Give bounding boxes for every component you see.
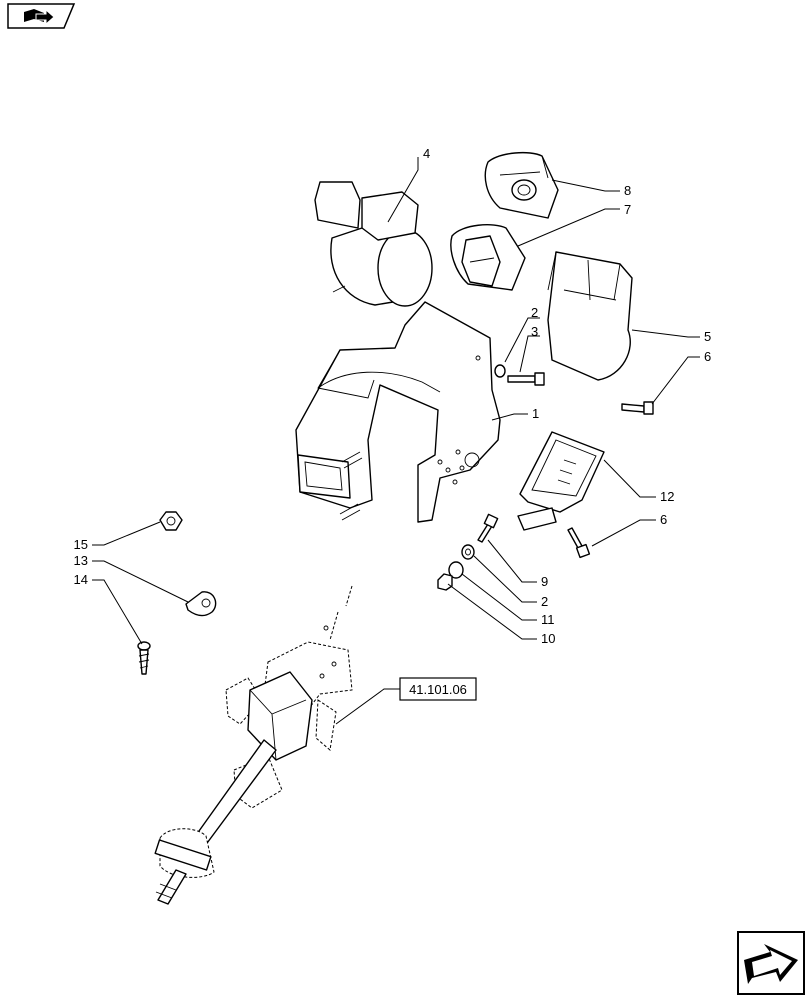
leader-lines xyxy=(92,157,700,725)
callout-13: 13 xyxy=(74,553,88,568)
callout-4: 4 xyxy=(423,146,430,161)
callout-3: 3 xyxy=(531,324,538,339)
callout-14: 14 xyxy=(74,572,88,587)
next-page-button[interactable] xyxy=(737,931,805,995)
next-page-arrow-icon xyxy=(744,944,798,984)
callout-9: 9 xyxy=(541,574,548,589)
callout-6-lower: 6 xyxy=(660,512,667,527)
part-6-bolt-lower xyxy=(567,527,591,559)
callout-7: 7 xyxy=(624,202,631,217)
part-14-screw xyxy=(137,641,151,675)
part-5-lower-shell xyxy=(547,251,633,381)
book-arrow-icon xyxy=(24,8,55,26)
part-2-washer xyxy=(461,544,475,560)
part-15-nut xyxy=(159,511,183,531)
callout-2-lower: 2 xyxy=(541,594,548,609)
callout-5: 5 xyxy=(704,329,711,344)
part-8-switch-cap xyxy=(484,151,559,219)
reference-label: 41.101.06 xyxy=(409,682,467,697)
part-6-bolt-upper xyxy=(621,401,654,415)
part-12-lower-tray xyxy=(517,431,605,531)
callout-10: 10 xyxy=(541,631,555,646)
reference-link[interactable]: 41.101.06 xyxy=(399,677,477,701)
callout-2-upper: 2 xyxy=(531,305,538,320)
callout-11: 11 xyxy=(541,612,555,627)
part-10-nut xyxy=(437,573,453,591)
callout-8: 8 xyxy=(624,183,631,198)
callout-15: 15 xyxy=(74,537,88,552)
book-nav-button[interactable] xyxy=(7,3,76,29)
part-3-bolt xyxy=(494,364,545,386)
part-7-switch-cover xyxy=(450,224,526,291)
callout-12: 12 xyxy=(660,489,674,504)
part-11-spacer xyxy=(448,561,464,579)
callout-6-upper: 6 xyxy=(704,349,711,364)
steering-column-assembly xyxy=(154,585,353,905)
part-4-upper-cover xyxy=(314,181,433,307)
part-1-column-bracket xyxy=(295,301,501,523)
callout-1: 1 xyxy=(532,406,539,421)
callout-labels: 4 8 7 2 3 5 6 1 12 6 9 2 11 10 15 13 14 xyxy=(74,146,712,646)
part-13-clip xyxy=(185,591,217,617)
part-9-screw xyxy=(477,513,499,543)
